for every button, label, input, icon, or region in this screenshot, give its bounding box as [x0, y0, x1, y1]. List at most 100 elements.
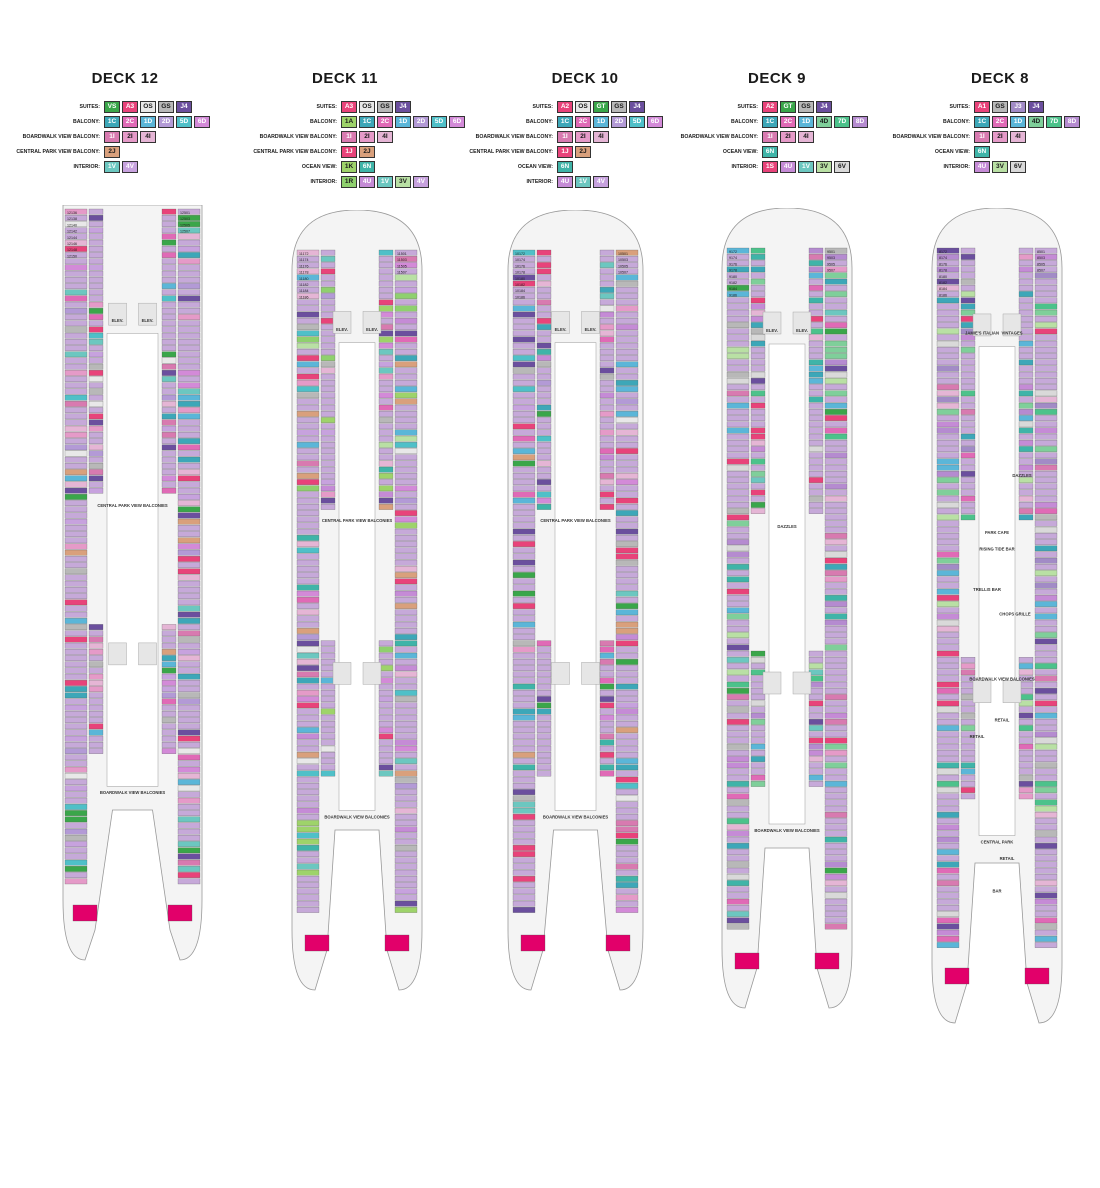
- category-chip[interactable]: 6N: [557, 161, 573, 173]
- cabin[interactable]: [615, 857, 639, 864]
- cabin[interactable]: [750, 266, 766, 273]
- cabin[interactable]: [536, 429, 552, 436]
- cabin[interactable]: [960, 359, 976, 366]
- cabin[interactable]: [394, 714, 418, 721]
- cabin[interactable]: [394, 851, 418, 857]
- cabin[interactable]: [615, 559, 639, 566]
- cabin[interactable]: [64, 525, 88, 531]
- cabin[interactable]: [394, 696, 418, 702]
- cabin[interactable]: [64, 611, 88, 618]
- cabin[interactable]: [177, 686, 201, 692]
- category-chip[interactable]: 1V: [798, 161, 814, 173]
- cabin[interactable]: [726, 322, 750, 328]
- cabin[interactable]: [64, 432, 88, 438]
- cabin[interactable]: [177, 221, 201, 227]
- category-chip[interactable]: 6N: [974, 146, 990, 158]
- cabin[interactable]: [88, 221, 104, 227]
- cabin[interactable]: [726, 526, 750, 533]
- cabin[interactable]: [960, 303, 976, 310]
- cabin[interactable]: [64, 636, 88, 643]
- cabin[interactable]: [1034, 595, 1058, 601]
- cabin[interactable]: [394, 417, 418, 423]
- cabin[interactable]: [936, 557, 960, 564]
- cabin[interactable]: [394, 708, 418, 715]
- cabin[interactable]: [161, 692, 177, 699]
- cabin[interactable]: [1018, 489, 1034, 496]
- category-chip[interactable]: 6D: [449, 116, 465, 128]
- cabin[interactable]: [960, 371, 976, 378]
- cabin[interactable]: [512, 504, 536, 510]
- cabin[interactable]: [615, 541, 639, 547]
- cabin[interactable]: [64, 370, 88, 376]
- cabin[interactable]: [599, 752, 615, 758]
- cabin[interactable]: [296, 516, 320, 523]
- cabin[interactable]: [378, 429, 394, 436]
- cabin[interactable]: [536, 249, 552, 256]
- cabin[interactable]: [88, 630, 104, 637]
- category-chip[interactable]: J4: [816, 101, 832, 113]
- cabin[interactable]: [296, 752, 320, 758]
- cabin[interactable]: [88, 301, 104, 308]
- cabin[interactable]: [320, 758, 336, 764]
- cabin[interactable]: [960, 278, 976, 285]
- cabin[interactable]: [177, 301, 201, 308]
- cabin[interactable]: [296, 838, 320, 845]
- cabin[interactable]: [64, 847, 88, 854]
- cabin[interactable]: [615, 268, 639, 275]
- cabin[interactable]: [599, 758, 615, 764]
- cabin[interactable]: [615, 491, 639, 498]
- category-chip[interactable]: 4D: [1028, 116, 1044, 128]
- cabin[interactable]: [599, 485, 615, 492]
- category-chip[interactable]: GS: [798, 101, 814, 113]
- cabin[interactable]: [177, 667, 201, 674]
- cabin[interactable]: [320, 652, 336, 659]
- category-chip[interactable]: 6N: [359, 161, 375, 173]
- cabin[interactable]: [296, 485, 320, 492]
- cabin[interactable]: [64, 605, 88, 612]
- cabin[interactable]: [824, 272, 848, 279]
- cabin[interactable]: [936, 520, 960, 527]
- cabin[interactable]: [960, 483, 976, 490]
- cabin[interactable]: [615, 634, 639, 640]
- cabin[interactable]: [824, 446, 848, 452]
- category-chip[interactable]: A1: [974, 101, 990, 113]
- cabin[interactable]: [296, 832, 320, 839]
- cabin[interactable]: [536, 460, 552, 467]
- cabin[interactable]: [824, 812, 848, 818]
- cabin[interactable]: [88, 649, 104, 655]
- cabin[interactable]: [726, 923, 750, 930]
- cabin[interactable]: [394, 826, 418, 833]
- cabin[interactable]: [824, 725, 848, 731]
- cabin[interactable]: [320, 504, 336, 510]
- cabin[interactable]: [64, 469, 88, 475]
- category-chip[interactable]: 2D: [413, 116, 429, 128]
- cabin[interactable]: [394, 690, 418, 696]
- cabin[interactable]: [512, 256, 536, 262]
- cabin[interactable]: [936, 254, 960, 260]
- cabin[interactable]: [161, 661, 177, 668]
- cabin[interactable]: [936, 514, 960, 521]
- cabin[interactable]: [936, 694, 960, 700]
- cabin[interactable]: [808, 650, 824, 657]
- cabin[interactable]: [320, 417, 336, 423]
- cabin[interactable]: [378, 764, 394, 771]
- cabin[interactable]: [296, 758, 320, 764]
- cabin[interactable]: [161, 649, 177, 655]
- cabin[interactable]: [615, 770, 639, 777]
- stern-suite[interactable]: [605, 934, 631, 952]
- cabin[interactable]: [88, 419, 104, 426]
- cabin[interactable]: [726, 576, 750, 583]
- cabin[interactable]: [296, 721, 320, 727]
- cabin[interactable]: [512, 826, 536, 833]
- cabin[interactable]: [936, 303, 960, 310]
- cabin[interactable]: [615, 367, 639, 374]
- cabin[interactable]: [536, 665, 552, 671]
- cabin[interactable]: [88, 642, 104, 649]
- cabin[interactable]: [726, 539, 750, 545]
- category-chip[interactable]: 6D: [647, 116, 663, 128]
- cabin[interactable]: [536, 435, 552, 442]
- cabin[interactable]: [726, 570, 750, 576]
- cabin[interactable]: [177, 810, 201, 816]
- cabin[interactable]: [512, 714, 536, 721]
- cabin[interactable]: [320, 448, 336, 454]
